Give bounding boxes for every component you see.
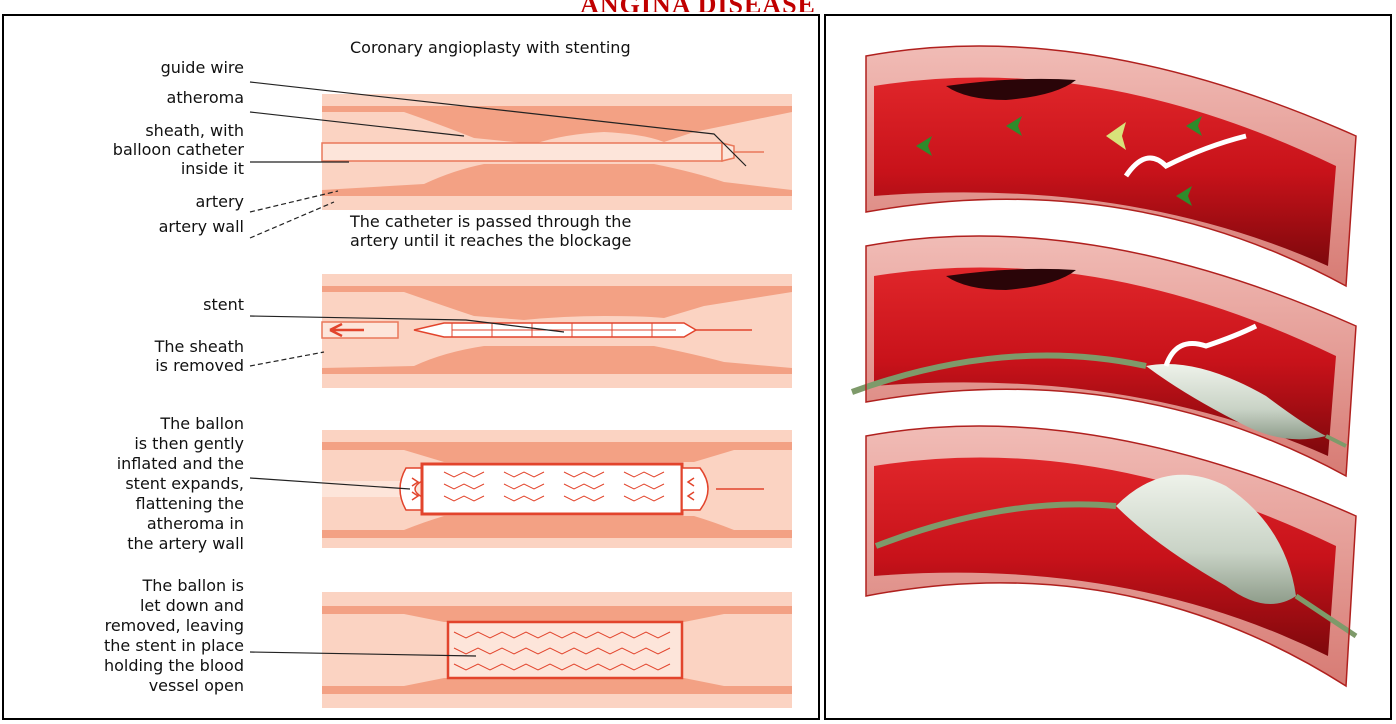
- artery-wall-bottom-4: [322, 686, 792, 694]
- artery-wall-top-2: [322, 286, 792, 292]
- label-atheroma: atheroma: [104, 88, 244, 107]
- label-sheath-removed-2: is removed: [64, 356, 244, 375]
- balloon-end-3: [682, 468, 708, 510]
- label-inflate-7: the artery wall: [44, 534, 244, 553]
- label-deflate-5: holding the blood: [44, 656, 244, 675]
- leader-sheath-removed: [250, 352, 324, 366]
- label-guide-wire: guide wire: [104, 58, 244, 77]
- label-sheath-removed-1: The sheath: [64, 337, 244, 356]
- artery-wall-bottom-2: [322, 368, 792, 374]
- label-deflate-1: The ballon is: [44, 576, 244, 595]
- stent-expanded-3: [422, 464, 682, 514]
- label-deflate-4: the stent in place: [44, 636, 244, 655]
- illustration-panel: [824, 14, 1392, 720]
- label-stent: stent: [104, 295, 244, 314]
- label-inflate-3: inflated and the: [44, 454, 244, 473]
- artery-section-1: [322, 94, 792, 210]
- label-sheath-2: balloon catheter: [44, 140, 244, 159]
- document-title: ANGINA DISEASE: [0, 0, 1396, 12]
- label-inflate-5: flattening the: [44, 494, 244, 513]
- schematic-panel: Coronary angioplasty with stenting guide…: [2, 14, 820, 720]
- artery-wall-top-3: [322, 442, 792, 450]
- angioplasty-illustration: [826, 16, 1392, 720]
- label-inflate-1: The ballon: [44, 414, 244, 433]
- label-artery-wall: artery wall: [104, 217, 244, 236]
- label-sheath-3: inside it: [44, 159, 244, 178]
- artery-wall-bottom-3: [322, 530, 792, 538]
- label-deflate-3: removed, leaving: [44, 616, 244, 635]
- label-inflate-6: atheroma in: [44, 514, 244, 533]
- label-deflate-6: vessel open: [44, 676, 244, 695]
- leader-artery-wall: [250, 202, 334, 238]
- label-sheath-1: sheath, with: [44, 121, 244, 140]
- diagram-title: Coronary angioplasty with stenting: [350, 38, 631, 57]
- artery-wall-top-1: [322, 106, 792, 112]
- sheath-1: [322, 143, 722, 161]
- label-inflate-4: stent expands,: [44, 474, 244, 493]
- label-inflate-2: is then gently: [44, 434, 244, 453]
- artery-wall-bottom-1: [322, 190, 792, 196]
- artery-section-4: [322, 592, 792, 708]
- caption-line-2: artery until it reaches the blockage: [350, 231, 631, 250]
- vessel-stage-3: [866, 426, 1356, 686]
- label-artery: artery: [104, 192, 244, 211]
- artery-wall-top-4: [322, 606, 792, 614]
- label-deflate-2: let down and: [44, 596, 244, 615]
- artery-section-3: [322, 430, 792, 548]
- caption-line-1: The catheter is passed through the: [350, 212, 631, 231]
